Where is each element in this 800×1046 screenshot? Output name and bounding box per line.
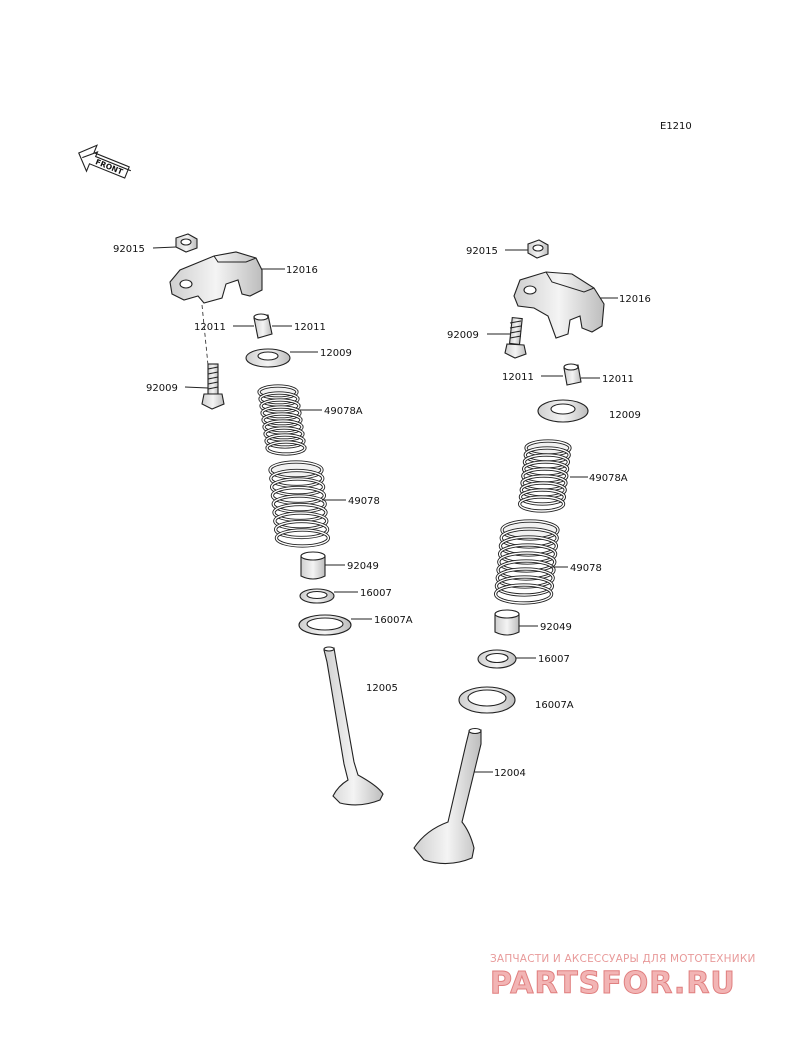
- watermark-tagline: ЗАПЧАСТИ И АКСЕССУАРЫ ДЛЯ МОТОТЕХНИКИ: [490, 953, 756, 965]
- washer-16007-right: [477, 649, 517, 669]
- rocker-arm-12016-right: [513, 271, 605, 339]
- washer-16007A-right: [458, 686, 516, 714]
- nut-92015-right: [527, 239, 549, 259]
- nut-92015-left: [175, 233, 198, 253]
- label-92009-left: 92009: [146, 383, 178, 394]
- stud-92009-left: [201, 363, 225, 410]
- label-12009-left: 12009: [320, 348, 352, 359]
- washer-16007-left: [299, 588, 335, 604]
- intake-valve-12004-right: [413, 727, 482, 865]
- outer-spring-49078-left: [268, 460, 330, 548]
- inner-spring-49078A-left: [257, 384, 307, 456]
- label-92015-right: 92015: [466, 246, 498, 257]
- label-92009-right: 92009: [447, 330, 479, 341]
- exhaust-valve-12005-left: [323, 646, 384, 806]
- label-49078-right: 49078: [570, 563, 602, 574]
- outer-spring-49078-right: [493, 519, 560, 605]
- label-12011a-right: 12011: [502, 372, 534, 383]
- label-16007A-right: 16007A: [535, 700, 574, 711]
- retainer-12009-right: [537, 399, 589, 423]
- label-12004-right: 12004: [494, 768, 526, 779]
- label-49078-left: 49078: [348, 496, 380, 507]
- watermark-logo: PARTSFOR.RU: [490, 966, 736, 1001]
- label-16007-right: 16007: [538, 654, 570, 665]
- stud-92009-right: [504, 316, 527, 359]
- washer-16007A-left: [298, 614, 352, 636]
- front-arrow-icon: FRONT: [78, 144, 132, 179]
- label-92049-right: 92049: [540, 622, 572, 633]
- label-12011b-left: 12011: [294, 322, 326, 333]
- label-12009-right: 12009: [609, 410, 641, 421]
- label-12016-left: 12016: [286, 265, 318, 276]
- label-12011b-right: 12011: [602, 374, 634, 385]
- diagram-code: E1210: [660, 121, 692, 132]
- label-92015-left: 92015: [113, 244, 145, 255]
- keeper-12011-right: [563, 363, 582, 386]
- keeper-12011-left: [253, 313, 273, 339]
- retainer-12009-left: [245, 348, 291, 368]
- label-12005-left: 12005: [366, 683, 398, 694]
- rocker-arm-12016-left: [169, 251, 263, 304]
- label-12011a-left: 12011: [194, 322, 226, 333]
- label-49078A-right: 49078A: [589, 473, 628, 484]
- label-16007A-left: 16007A: [374, 615, 413, 626]
- valve-seal-92049-left: [300, 551, 326, 580]
- label-49078A-left: 49078A: [324, 406, 363, 417]
- label-92049-left: 92049: [347, 561, 379, 572]
- inner-spring-49078A-right: [517, 439, 572, 513]
- valve-seal-92049-right: [494, 609, 520, 636]
- label-16007-left: 16007: [360, 588, 392, 599]
- label-12016-right: 12016: [619, 294, 651, 305]
